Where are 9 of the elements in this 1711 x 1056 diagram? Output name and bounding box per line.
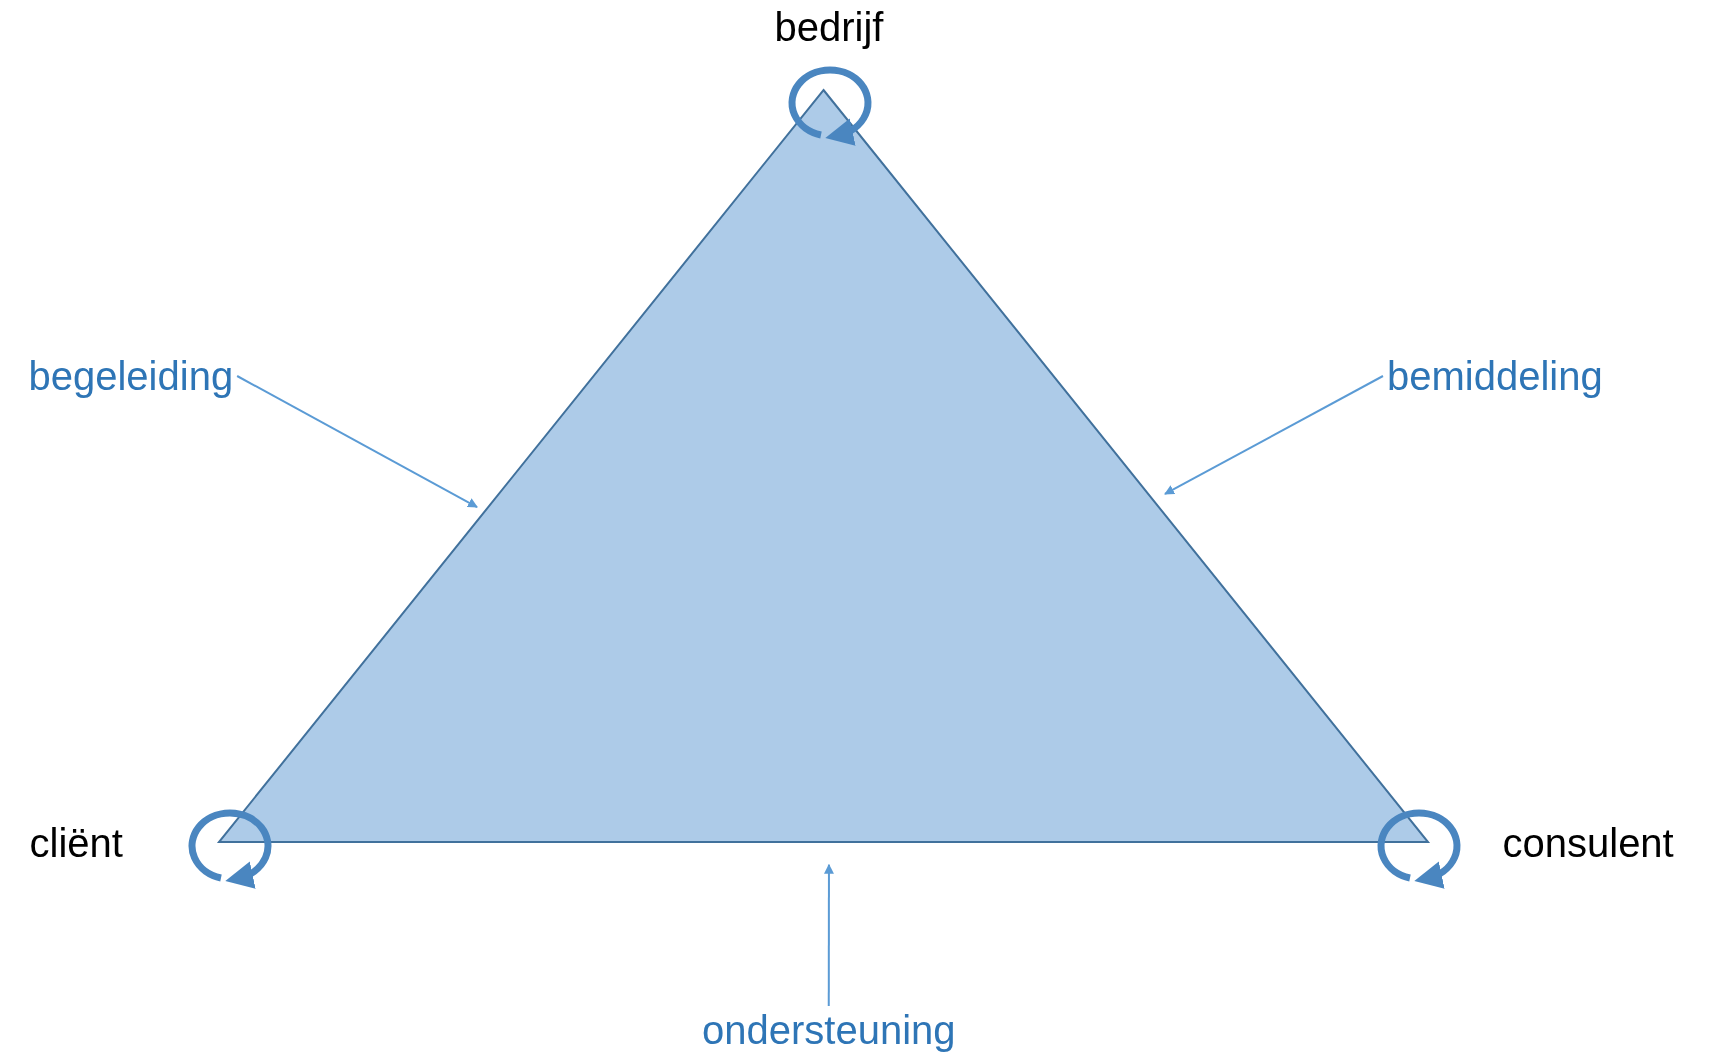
leader-arrow (1164, 375, 1384, 495)
corner-label: consulent (1502, 821, 1674, 865)
side-label: bemiddeling (1387, 354, 1603, 398)
leader-arrow (236, 375, 479, 508)
leader-arrow (823, 863, 834, 1007)
side-label: begeleiding (28, 354, 234, 398)
corner-label: bedrijf (774, 5, 884, 49)
side-label: ondersteuning (702, 1008, 956, 1052)
corner-label: cliënt (29, 821, 123, 865)
